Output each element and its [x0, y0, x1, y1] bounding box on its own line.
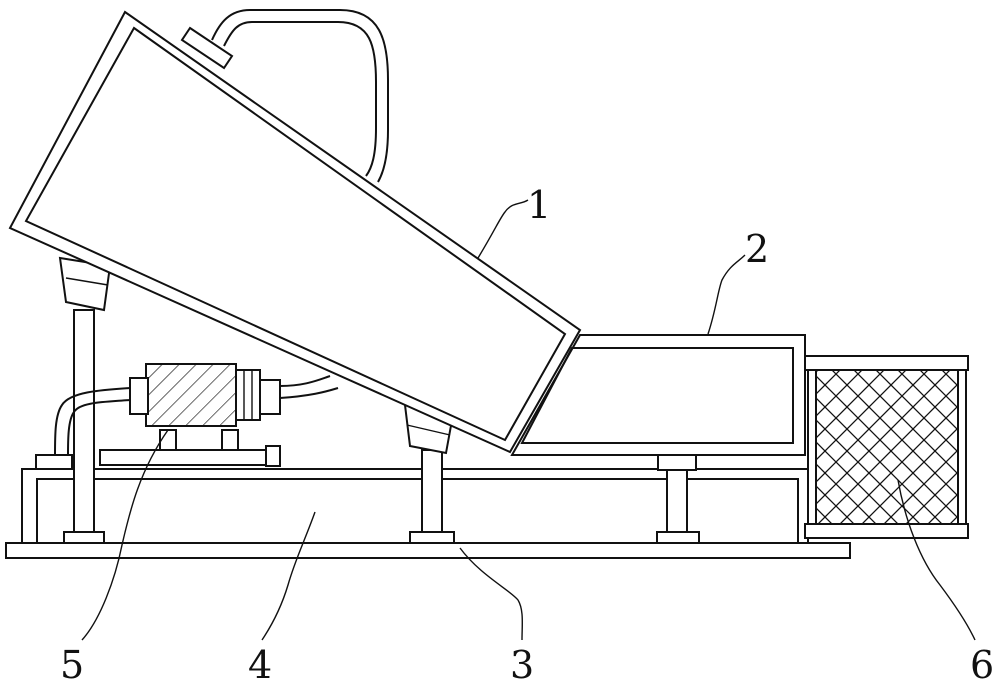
callout-3: 3 [510, 643, 534, 687]
inclined-hopper [8, 10, 582, 454]
feed-hose [211, 9, 389, 183]
support-leg-middle [403, 403, 455, 544]
leader-lines [81, 199, 976, 641]
callout-2: 2 [745, 227, 769, 271]
callout-4: 4 [248, 643, 272, 687]
support-leg-right [656, 454, 700, 544]
callout-6: 6 [970, 643, 994, 687]
outlet-chute [510, 334, 806, 456]
motor-cable [35, 375, 339, 470]
support-leg-left [58, 256, 112, 544]
callout-labels: 1 2 3 4 5 6 [60, 183, 994, 687]
screen-box [804, 355, 969, 539]
callout-1: 1 [527, 183, 551, 227]
base-plate [5, 542, 851, 559]
motor-assembly [99, 363, 281, 467]
callout-5: 5 [60, 643, 84, 687]
